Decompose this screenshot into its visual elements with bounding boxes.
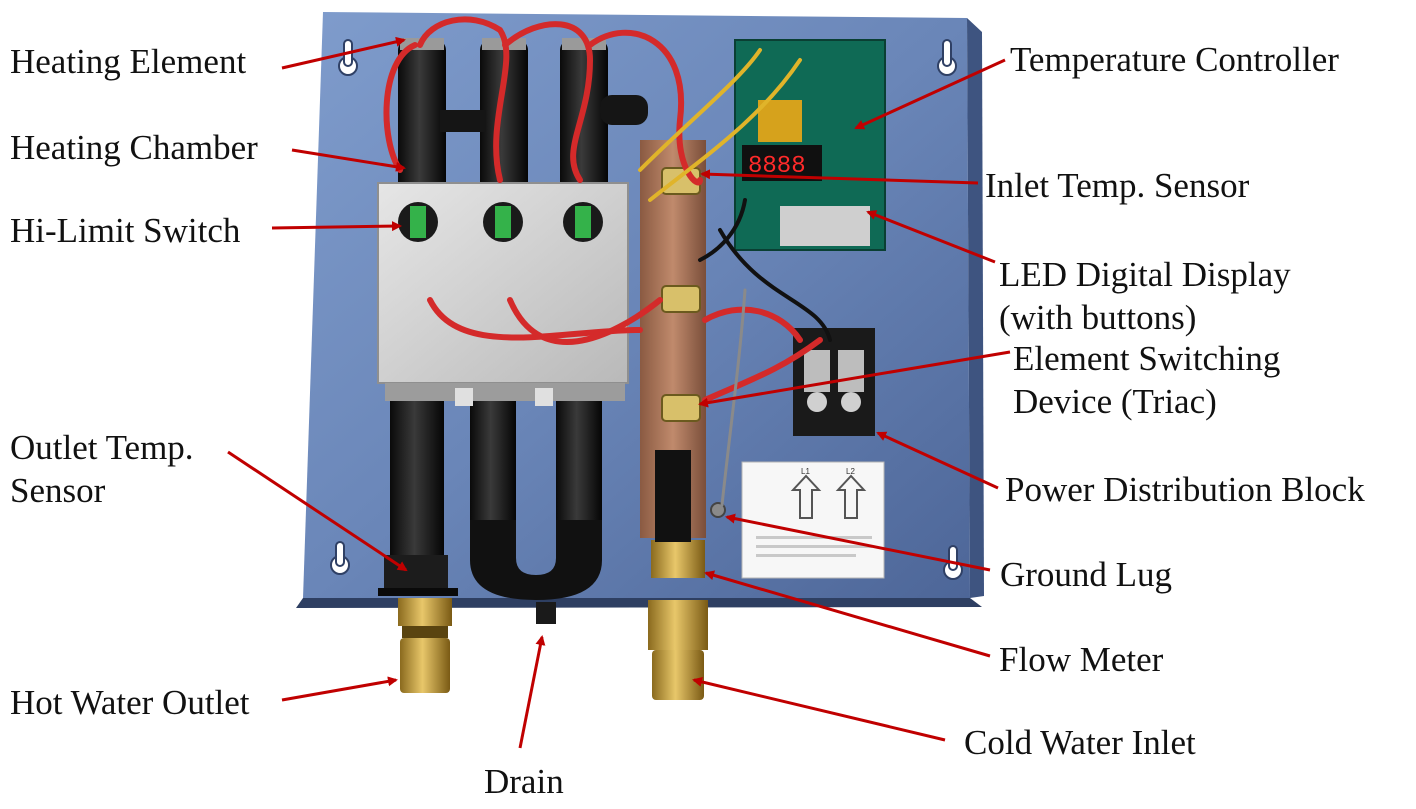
label-cold-water-inlet: Cold Water Inlet — [964, 723, 1196, 762]
label-inlet-temp-sensor: Inlet Temp. Sensor — [985, 166, 1250, 205]
heating-chambers-lower — [378, 385, 602, 600]
controller-board: 8888 — [734, 39, 886, 251]
label-hi-limit-switch: Hi-Limit Switch — [10, 211, 241, 250]
label-hot-water-outlet: Hot Water Outlet — [10, 683, 250, 722]
panel-right-flange — [967, 18, 984, 598]
label-flow-meter: Flow Meter — [999, 640, 1164, 679]
mounting-keyholes — [330, 39, 963, 580]
label-drain: Drain — [484, 762, 564, 801]
label-outlet-temp-line1: Outlet Temp. — [10, 428, 194, 467]
sticker-label-l2: L2 — [846, 467, 855, 476]
label-element-switching-line2: Device (Triac) — [1013, 382, 1217, 421]
ground-lug — [710, 502, 726, 518]
rating-sticker: L1 L2 — [741, 461, 885, 579]
label-heating-element: Heating Element — [10, 42, 247, 81]
label-led-display-line1: LED Digital Display — [999, 255, 1291, 294]
label-heating-chamber: Heating Chamber — [10, 128, 258, 167]
drain-plug — [536, 602, 556, 624]
callout-arrows — [227, 36, 1011, 749]
label-outlet-temp-line2: Sensor — [10, 471, 106, 510]
label-temperature-controller: Temperature Controller — [1010, 40, 1339, 79]
label-led-display-line2: (with buttons) — [999, 298, 1197, 337]
wiring — [383, 16, 832, 507]
label-power-distribution-block: Power Distribution Block — [1005, 470, 1365, 509]
panel-bottom-flange — [296, 598, 982, 608]
sticker-label-l1: L1 — [801, 467, 810, 476]
label-ground-lug: Ground Lug — [1000, 555, 1173, 594]
label-element-switching-line1: Element Switching — [1013, 339, 1281, 378]
brass-fittings — [398, 450, 708, 700]
hi-limit-plate — [377, 182, 629, 406]
